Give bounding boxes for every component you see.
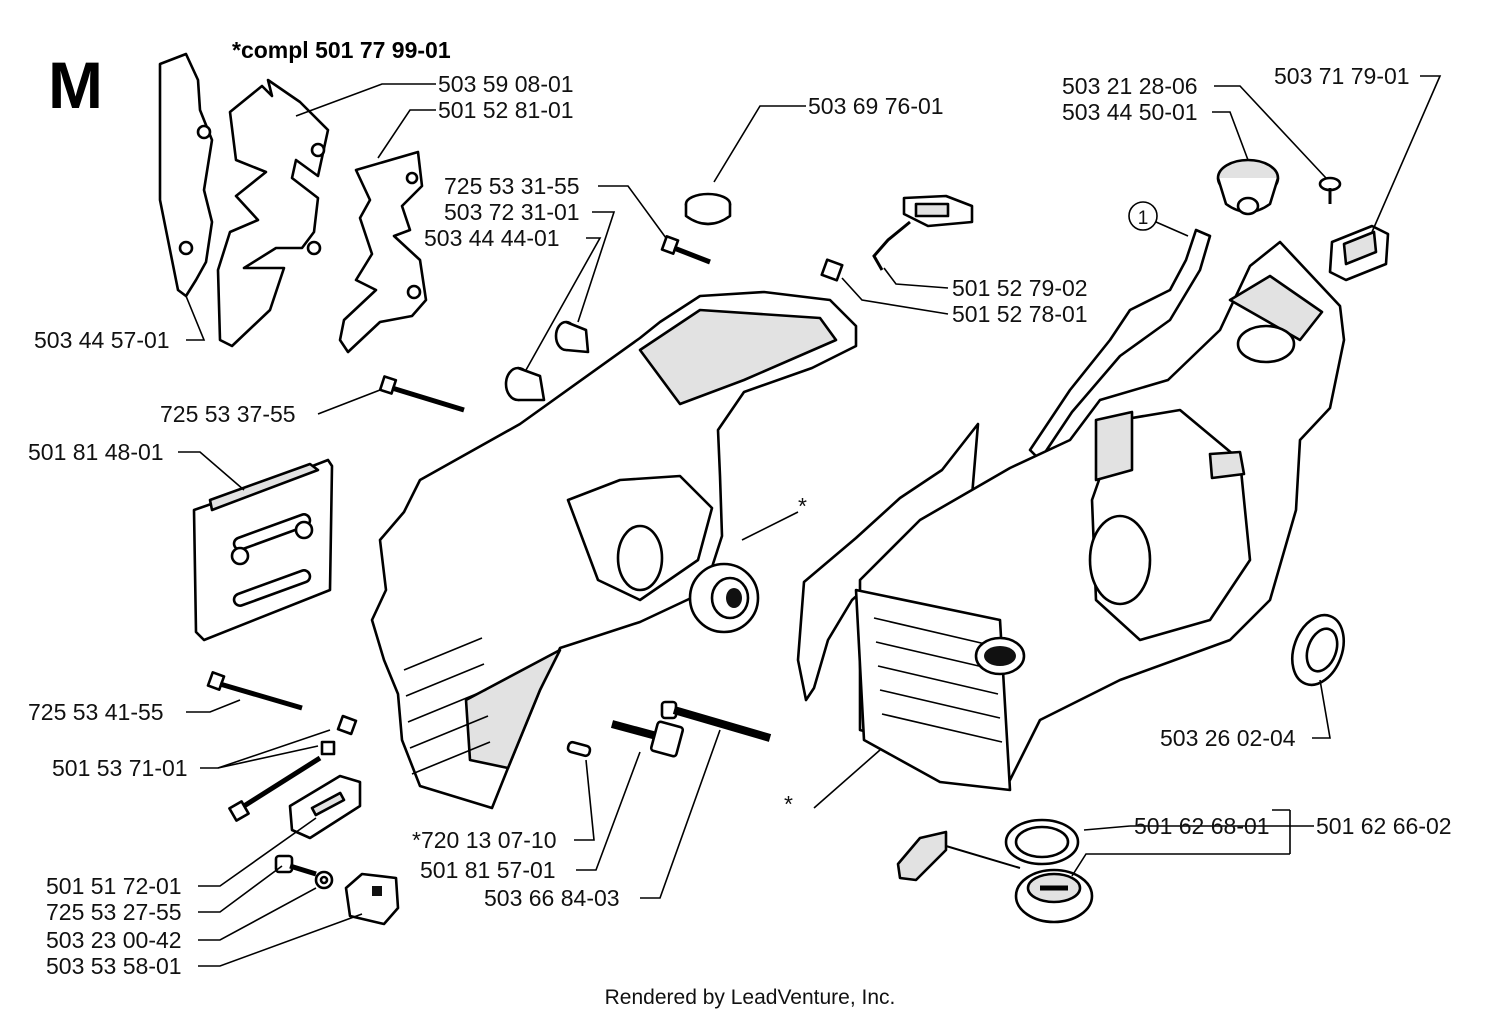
pin-720-13-07-10: [566, 740, 592, 758]
leader-lines: [178, 75, 1442, 967]
label-501-52-78-01: 501 52 78-01: [952, 301, 1088, 327]
fuel-cap-501-62-66-02: [896, 818, 1094, 924]
screw-725-53-31-55: [660, 235, 711, 265]
switch-503-71-79-01: [1328, 224, 1390, 282]
label-503-23-00-42: 503 23 00-42: [46, 927, 182, 953]
chain-catcher-503-59-08-01: [216, 78, 330, 348]
screw-725-53-27-55: [274, 854, 317, 877]
tensioner-screw-501-81-57-01: [610, 720, 685, 758]
callout-number: 1: [1138, 208, 1149, 229]
nut-501-53-71-01: [320, 714, 358, 756]
label-503-53-58-01: 503 53 58-01: [46, 953, 182, 979]
washer-503-23-00-42: [314, 870, 334, 890]
crankcase-right: [854, 240, 1346, 792]
guide-bar-stud-503-66-84-03: [660, 700, 772, 742]
label-501-81-48-01: 501 81 48-01: [28, 439, 164, 465]
nut-501-52-78-01: [820, 258, 844, 282]
fuel-pickup-503-44-50-01: [1216, 158, 1280, 216]
bolt-725-53-41-55: [206, 671, 303, 711]
seal-503-26-02-04: [1291, 613, 1345, 687]
label-501-62-66-02: 501 62 66-02: [1316, 813, 1452, 839]
label-501-52-81-01: 501 52 81-01: [438, 97, 574, 123]
label-503-72-31-01: 503 72 31-01: [444, 199, 580, 225]
label-503-66-84-03: 503 66 84-03: [484, 885, 620, 911]
label-503-21-28-06: 503 21 28-06: [1062, 73, 1198, 99]
guard-plate-503-44-57-01: [158, 52, 214, 298]
label-503-69-76-01: 503 69 76-01: [808, 93, 944, 119]
chain-plate-501-81-48-01: [192, 458, 334, 642]
label-503-71-79-01: 503 71 79-01: [1274, 63, 1410, 89]
bearing: [688, 562, 760, 634]
label-725-53-31-55: 725 53 31-55: [444, 173, 580, 199]
label-725-53-27-55: 725 53 27-55: [46, 899, 182, 925]
label-503-59-08-01: 503 59 08-01: [438, 71, 574, 97]
kit-title: *compl 501 77 99-01: [232, 37, 451, 63]
label-star-crankcase: *: [784, 791, 793, 817]
crankcase-left: [370, 290, 858, 810]
callout-circle: [1128, 201, 1158, 231]
label-503-44-57-01: 503 44 57-01: [34, 327, 170, 353]
label-720-13-07-10: *720 13 07-10: [412, 827, 557, 853]
sleeve-503-72-31-01: [554, 320, 590, 354]
label-503-44-50-01: 503 44 50-01: [1062, 99, 1198, 125]
buffer-501-51-72-01: [288, 774, 362, 840]
label-501-51-72-01: 501 51 72-01: [46, 873, 182, 899]
label-503-44-44-01: 503 44 44-01: [424, 225, 560, 251]
label-501-81-57-01: 501 81 57-01: [420, 857, 556, 883]
label-503-26-02-04: 503 26 02-04: [1160, 725, 1296, 751]
label-501-62-68-01: 501 62 68-01: [1134, 813, 1270, 839]
switch-501-52-79-02: [872, 194, 974, 271]
label-725-53-41-55: 725 53 41-55: [28, 699, 164, 725]
screw-503-21-28-06: [1318, 176, 1342, 204]
grommet-503-69-76-01: [684, 192, 732, 226]
chain-catcher-501-52-81-01: [338, 150, 428, 354]
footer-credit: Rendered by LeadVenture, Inc.: [605, 986, 896, 1009]
bolt-long-lower: [228, 755, 322, 822]
label-star-bearing: *: [798, 493, 807, 519]
label-501-53-71-01: 501 53 71-01: [52, 755, 188, 781]
bolt-725-53-37-55: [378, 375, 465, 413]
block-503-53-58-01: [344, 872, 400, 926]
label-501-52-79-02: 501 52 79-02: [952, 275, 1088, 301]
bushing-503-44-44-01: [504, 366, 546, 402]
label-725-53-37-55: 725 53 37-55: [160, 401, 296, 427]
section-letter: M: [48, 48, 103, 122]
